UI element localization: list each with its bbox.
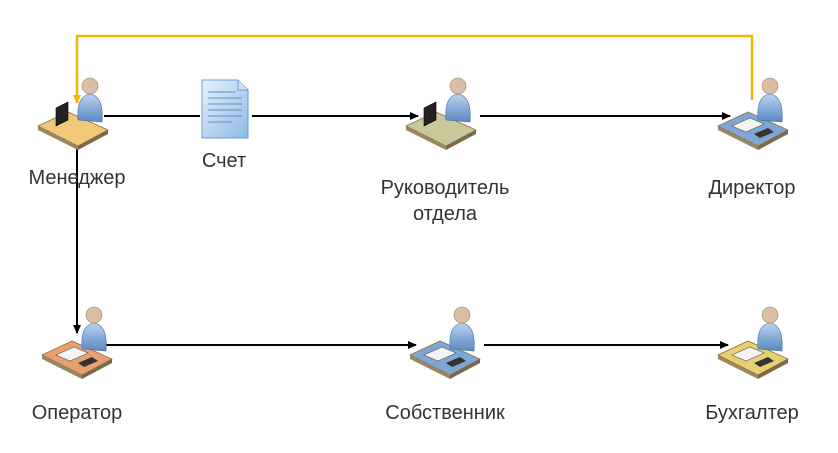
head-workstation-icon xyxy=(405,77,477,150)
director-workstation-icon xyxy=(717,77,789,150)
operator-workstation-icon xyxy=(41,306,113,379)
owner-label: Собственник xyxy=(385,402,505,424)
connectors xyxy=(73,34,754,349)
manager-label: Менеджер xyxy=(28,167,126,189)
invoice-label: Счет xyxy=(201,150,247,172)
accountant-label: Бухгалтер xyxy=(705,402,799,424)
line-director-back-to-manager xyxy=(73,34,754,104)
operator-label: Оператор xyxy=(31,402,123,424)
manager-workstation-icon xyxy=(37,77,109,150)
director-label: Директор xyxy=(708,177,796,199)
owner-workstation-icon xyxy=(409,306,481,379)
document-icon xyxy=(201,79,249,139)
head-label: Руководитель отдела xyxy=(380,177,510,225)
accountant-workstation-icon xyxy=(717,306,789,379)
